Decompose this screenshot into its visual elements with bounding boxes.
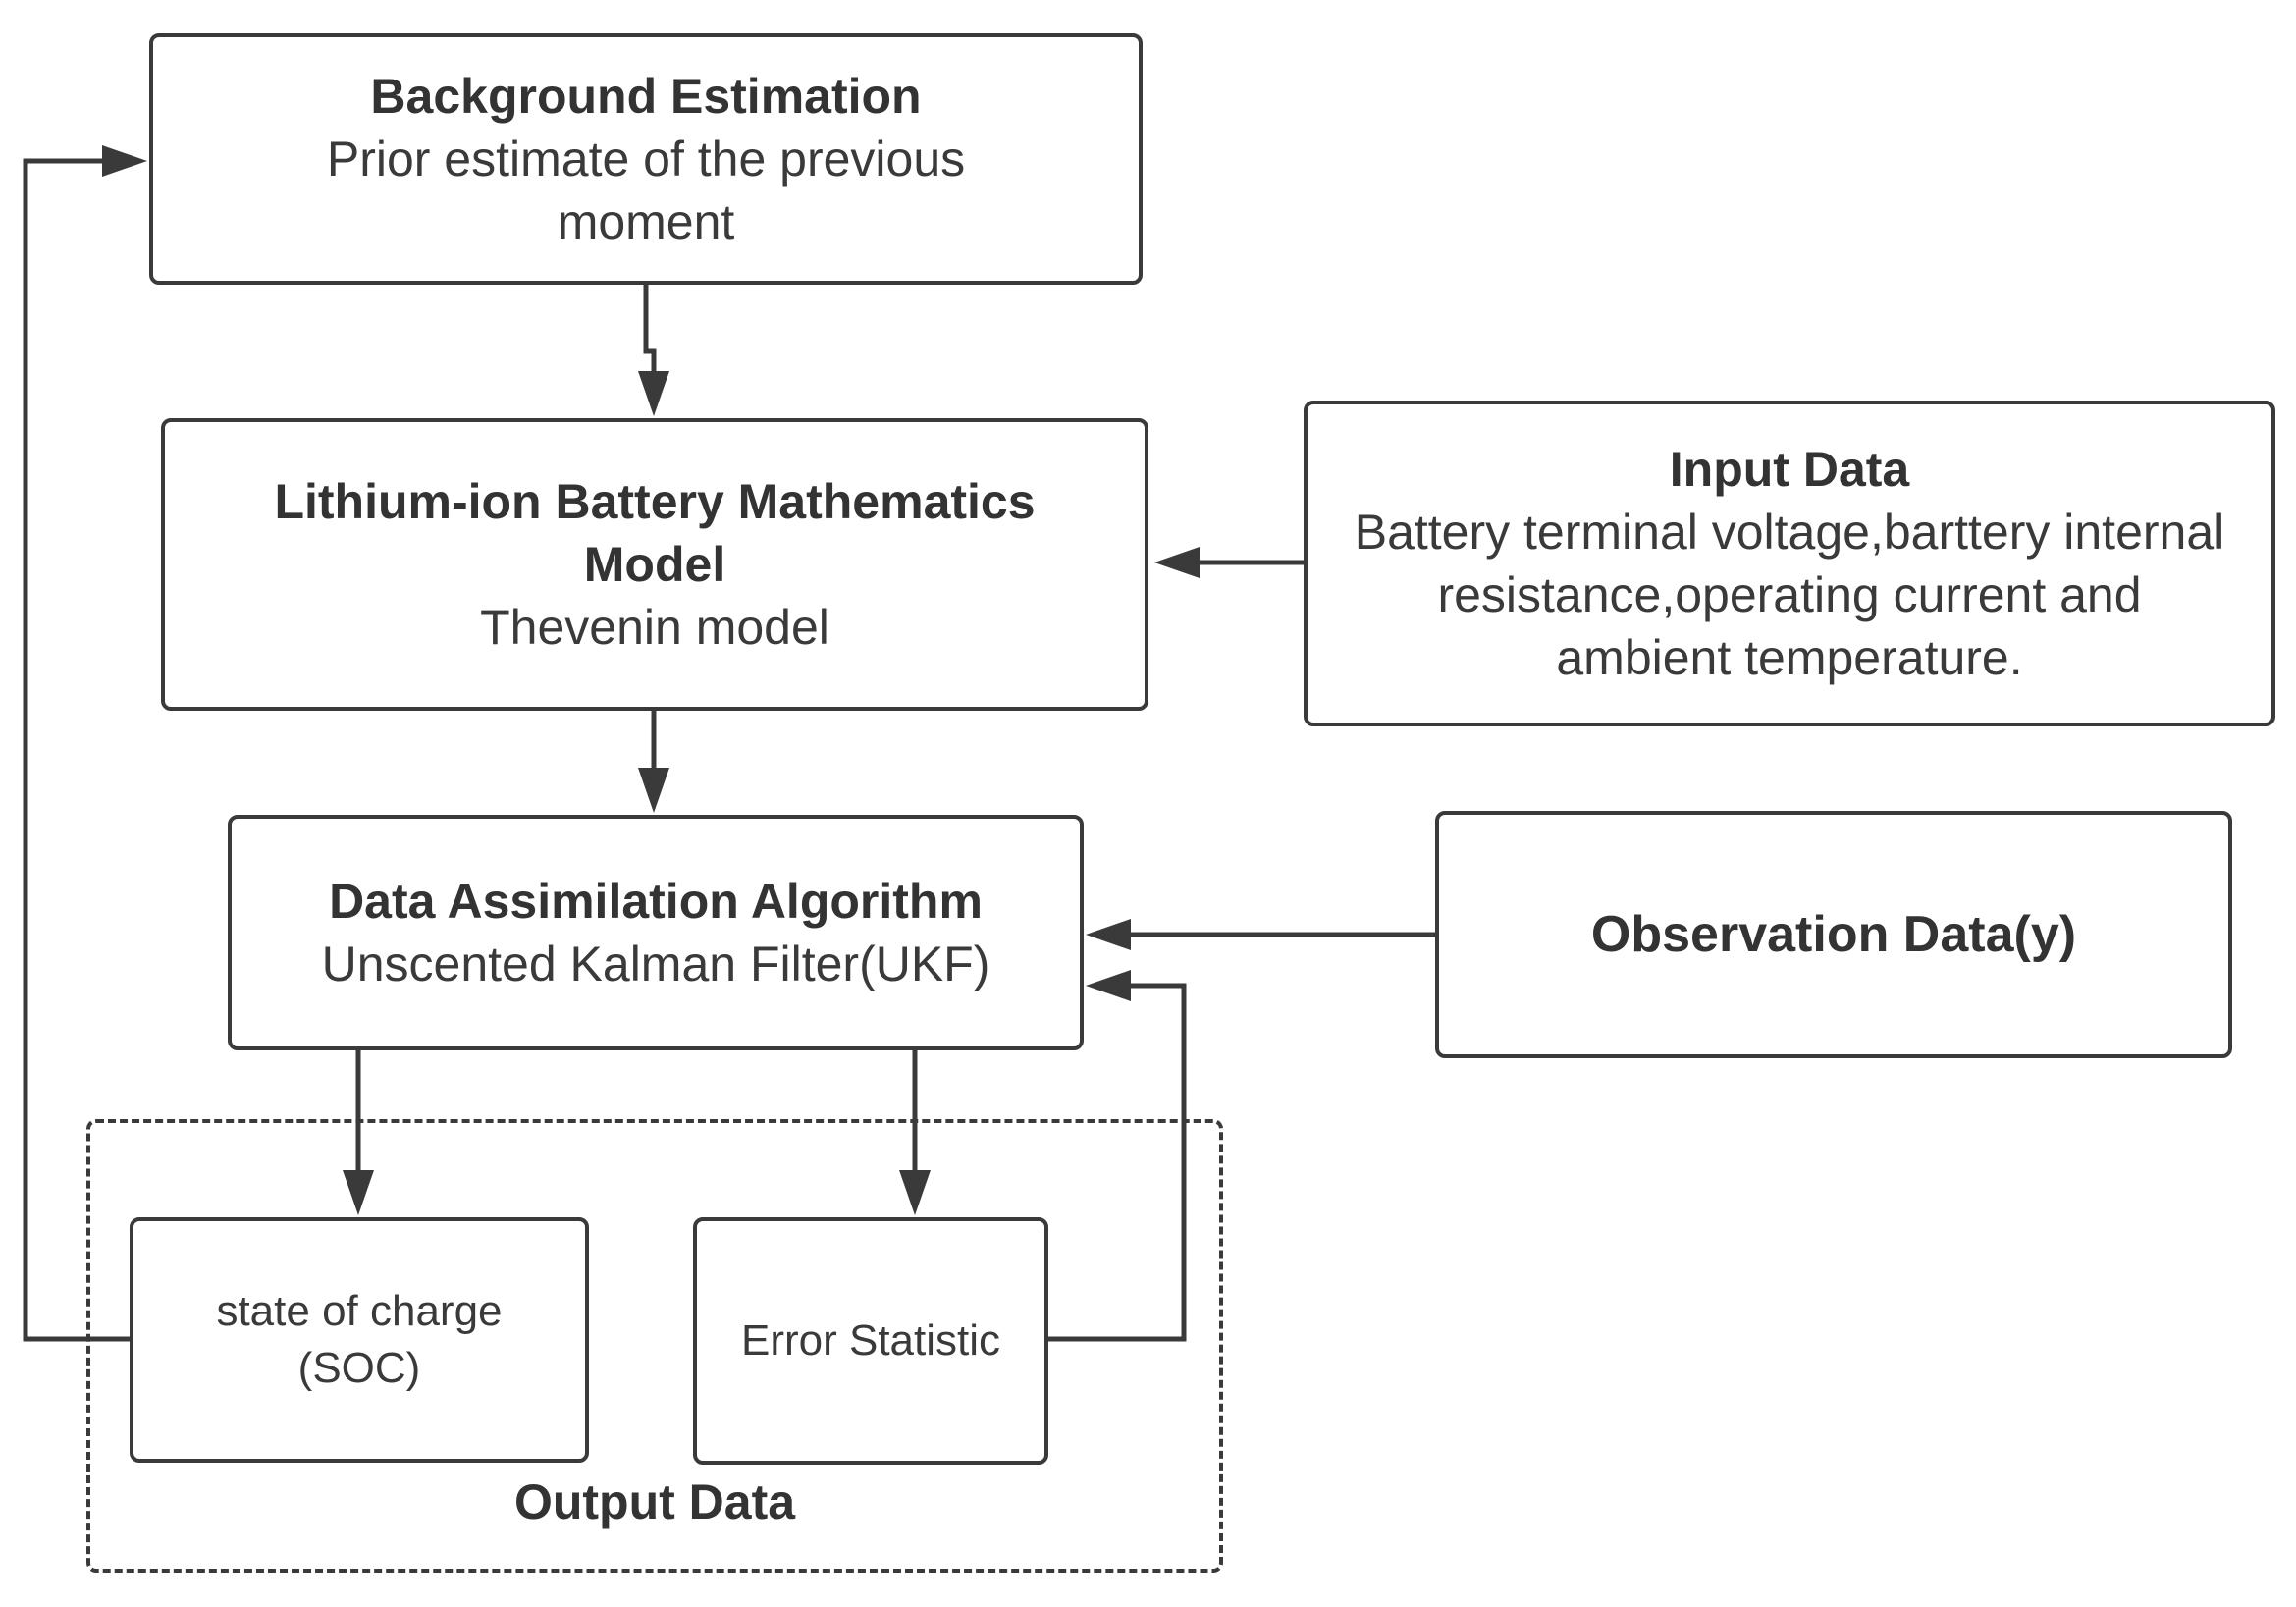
soc-box: state of charge (SOC) [130,1217,589,1463]
arrow-observation-to-assimilation [1086,919,1435,950]
arrow-assimilation-to-error [899,1050,931,1215]
input-data-title: Input Data [1669,442,1910,497]
observation-title: Observation Data(y) [1590,906,2077,963]
arrow-input-to-model [1154,547,1306,578]
output-data-label: Output Data [513,1474,796,1529]
output-data-group [86,1119,1223,1573]
input-data-subtitle: Battery terminal voltage,barttery intern… [1354,505,2225,685]
assimilation-box: Data Assimilation Algorithm Unscented Ka… [228,815,1084,1050]
arrow-soc-feedback [23,145,147,1342]
battery-model-title: Lithium-ion Battery Mathematics Model [274,474,1036,592]
error-statistic-box: Error Statistic [693,1217,1048,1465]
input-data-box: Input Data Battery terminal voltage,bart… [1304,401,2275,726]
background-estimation-title: Background Estimation [370,69,922,124]
soc-label: state of charge (SOC) [216,1287,503,1392]
background-estimation-subtitle: Prior estimate of the previous moment [326,132,966,249]
error-statistic-label: Error Statistic [740,1316,1001,1365]
arrow-background-to-model [638,285,669,416]
arrow-model-to-assimilation [638,709,669,813]
battery-model-box: Lithium-ion Battery Mathematics Model Th… [161,418,1148,711]
background-estimation-box: Background Estimation Prior estimate of … [149,33,1143,285]
arrow-error-feedback [1046,970,1187,1342]
assimilation-title: Data Assimilation Algorithm [329,874,983,929]
assimilation-subtitle: Unscented Kalman Filter(UKF) [321,937,990,991]
arrow-assimilation-to-soc [343,1050,374,1215]
observation-box: Observation Data(y) [1435,811,2232,1058]
battery-model-subtitle: Thevenin model [480,600,829,655]
